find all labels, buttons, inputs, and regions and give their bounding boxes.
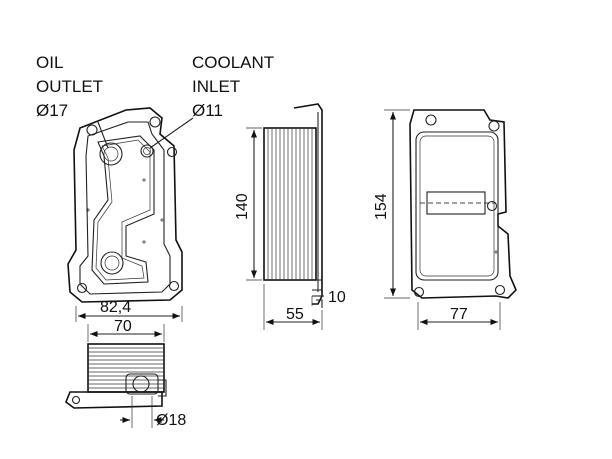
side-view bbox=[263, 103, 323, 308]
bottom-view bbox=[65, 343, 167, 409]
dim-height-rear: 154 bbox=[373, 193, 390, 220]
dim-width-front: 82,4 bbox=[100, 299, 131, 316]
coolant-inlet-label: COOLANT INLET Ø11 bbox=[192, 53, 274, 120]
dim-flange-side: 10 bbox=[328, 289, 346, 306]
coolant-inlet-line2: INLET bbox=[192, 77, 240, 96]
oil-outlet-line2: OUTLET bbox=[36, 77, 103, 96]
dim-width-rear: 77 bbox=[450, 306, 468, 323]
oil-outlet-diameter: Ø17 bbox=[36, 101, 68, 120]
front-view bbox=[67, 107, 183, 303]
rear-view bbox=[409, 109, 517, 299]
oil-outlet-line1: OIL bbox=[36, 53, 63, 72]
coolant-inlet-line1: COOLANT bbox=[192, 53, 274, 72]
dim-width-bottom: 70 bbox=[114, 318, 132, 335]
dim-depth-side: 55 bbox=[286, 306, 304, 323]
dim-port-bottom: Ø18 bbox=[156, 412, 186, 429]
coolant-inlet-diameter: Ø11 bbox=[192, 101, 223, 120]
coolant-inlet-leader bbox=[149, 117, 194, 149]
oil-outlet-label: OIL OUTLET Ø17 bbox=[36, 53, 103, 120]
dim-height-side: 140 bbox=[234, 193, 251, 220]
